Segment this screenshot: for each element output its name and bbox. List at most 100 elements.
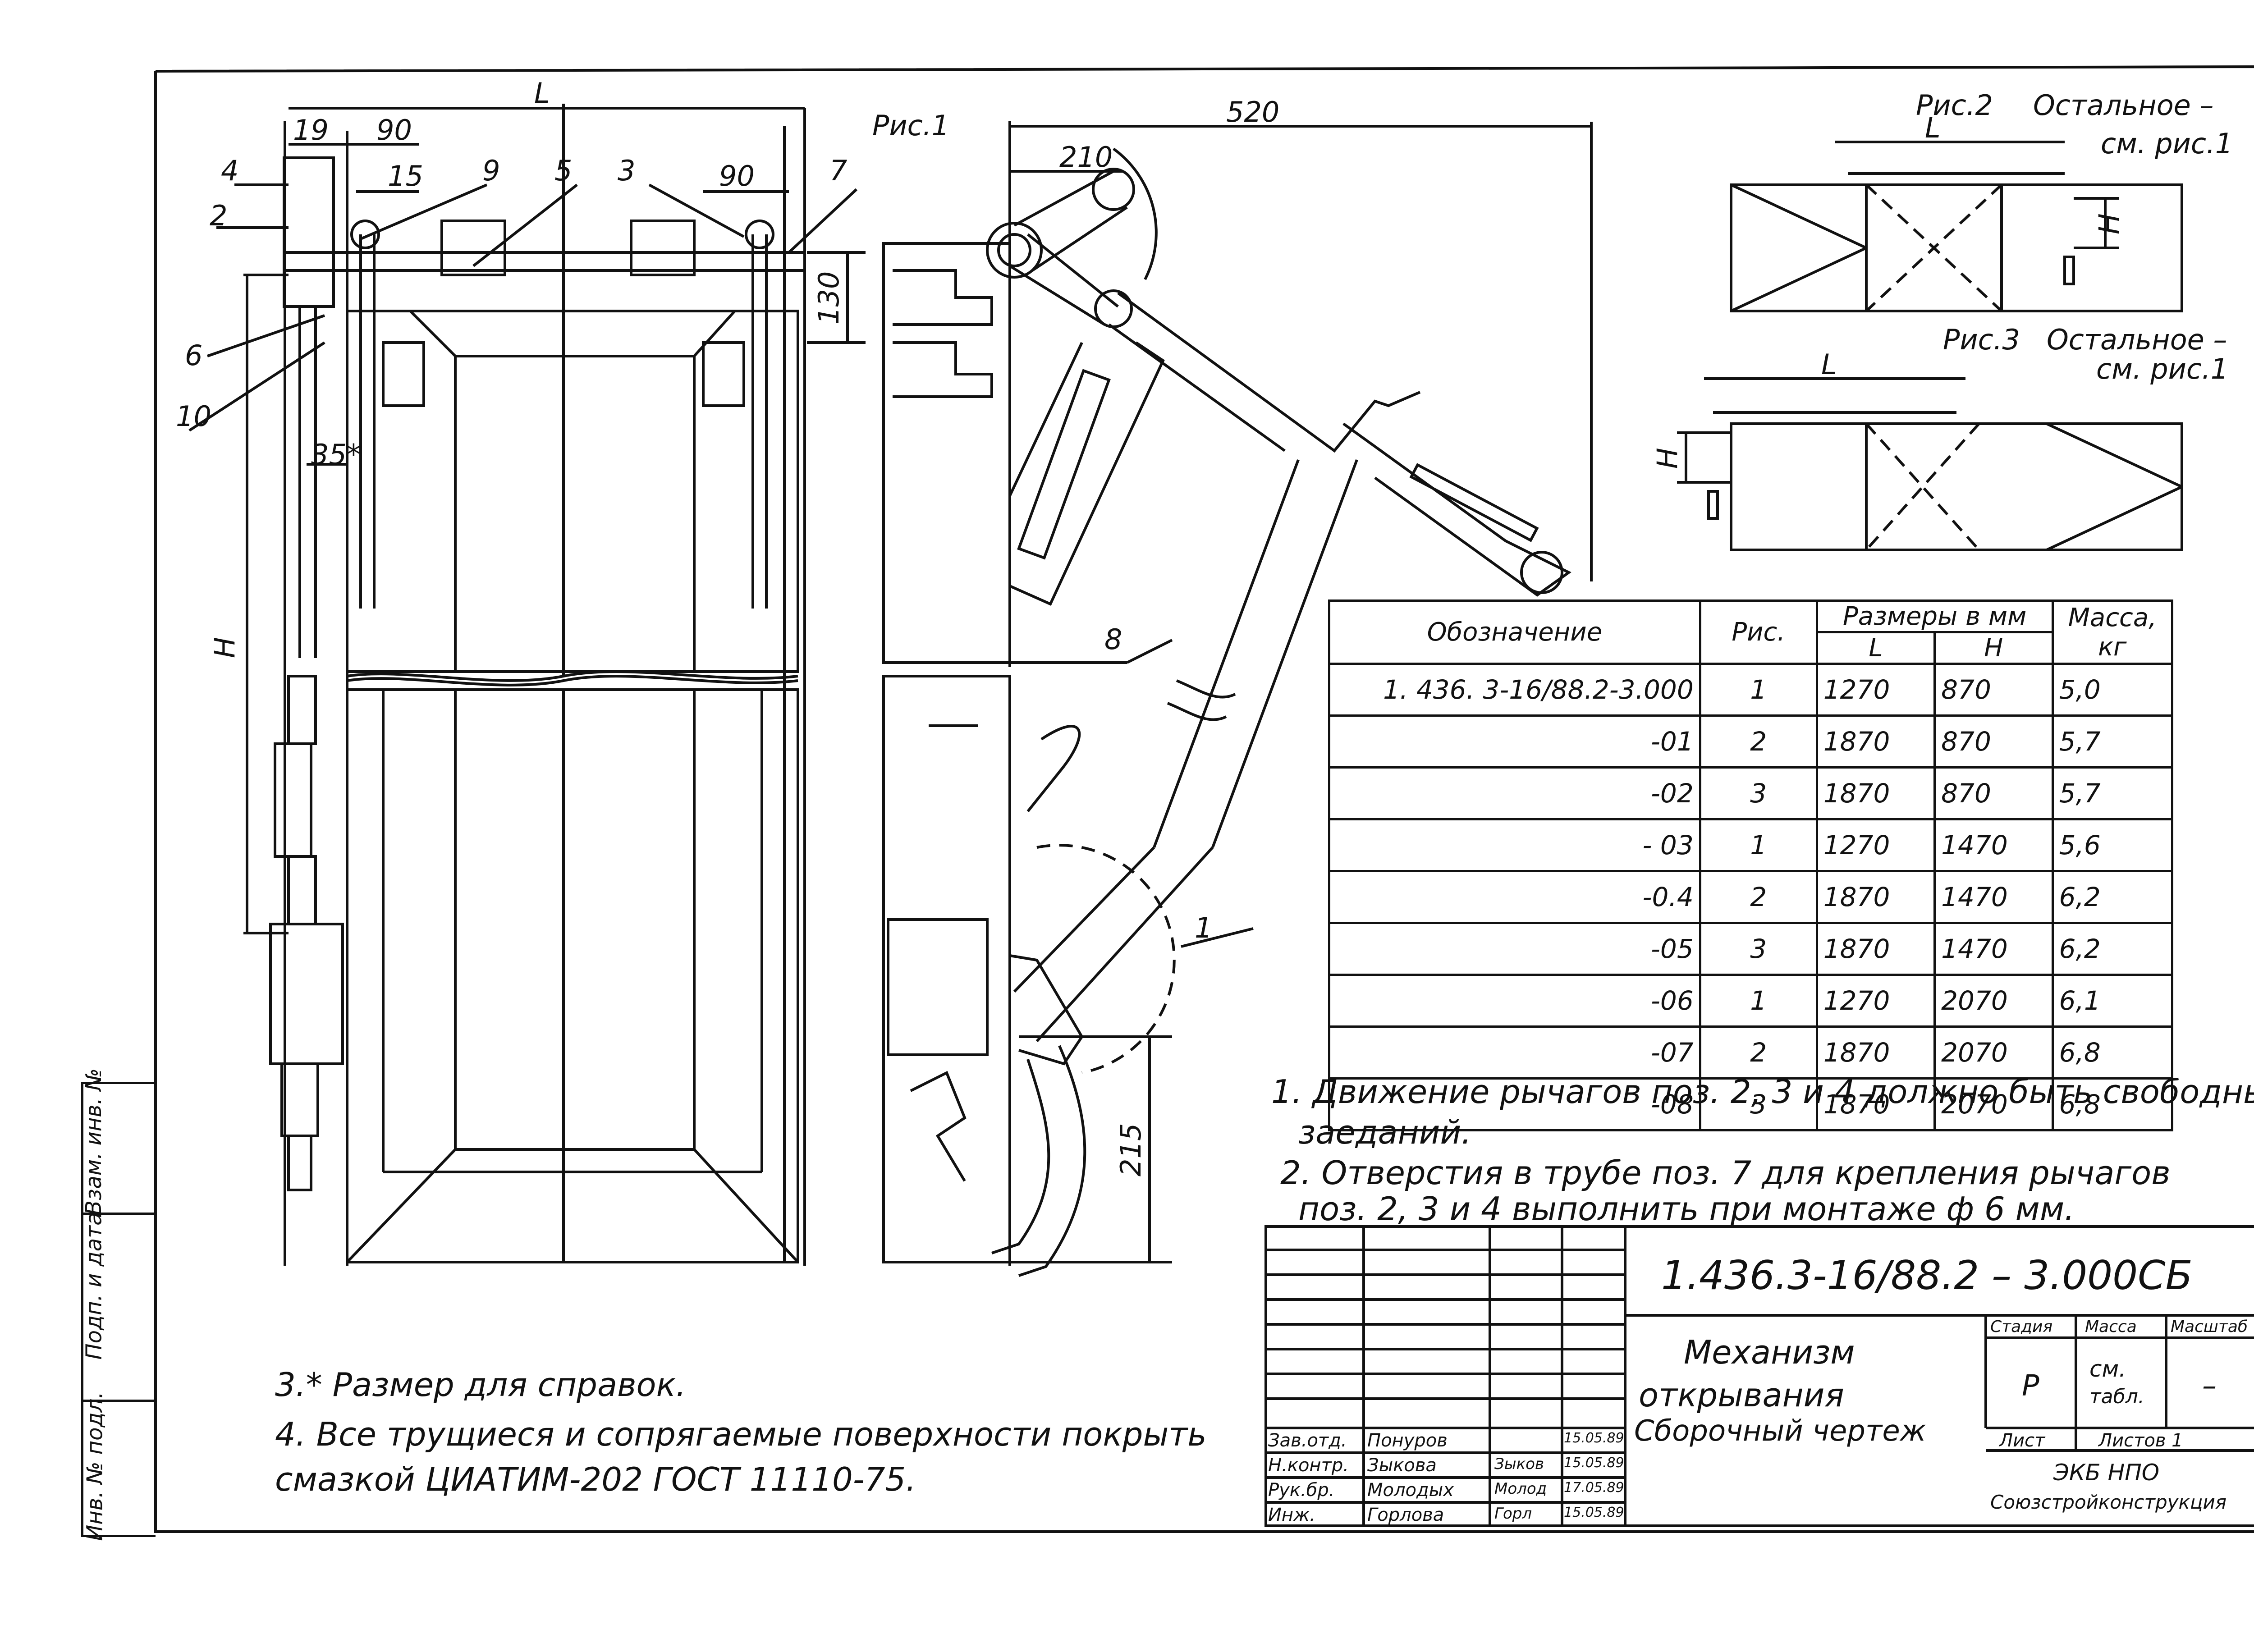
sheets-label: Листов 1	[2098, 1430, 2183, 1451]
note-2-line-2: поз. 2, 3 и 4 выполнить при монтаже ф 6 …	[1298, 1190, 2075, 1228]
cell-figure: 3	[1699, 766, 1818, 820]
cell-designation: -02	[1328, 766, 1701, 820]
cell-H: 1470	[1933, 922, 2054, 976]
mass-value-2: табл.	[2089, 1385, 2144, 1408]
mass-value-1: см.	[2089, 1356, 2126, 1382]
cell-L: 1870	[1815, 922, 1936, 976]
cell-H: 870	[1933, 714, 2054, 769]
stage-label: Стадия	[1990, 1318, 2053, 1336]
cell-L: 1870	[1815, 766, 1936, 820]
cell-figure: 1	[1699, 974, 1818, 1028]
fig2-dim-L: L	[1925, 111, 1941, 144]
signature-role: Рук.бр.	[1268, 1480, 1335, 1501]
cell-mass: 6,2	[2051, 870, 2174, 924]
signature-date: 15.05.89	[1564, 1430, 1624, 1446]
org-line-1: ЭКБ НПО	[2053, 1460, 2160, 1486]
title-block-grid	[1264, 1225, 2254, 1527]
fig3-dim-H: H	[1651, 448, 1684, 469]
fig3-dim-L: L	[1821, 348, 1837, 381]
dim-215: 215	[1114, 1123, 1147, 1176]
fig2-label: Рис.2	[1916, 89, 1993, 122]
note-1-line-2: заеданий.	[1298, 1113, 1472, 1151]
dim-90-right: 90	[719, 160, 755, 192]
cell-figure: 3	[1699, 922, 1818, 976]
cell-H: 870	[1933, 663, 2054, 717]
side-stamp-vzam-inv: Взам. инв. №	[81, 1068, 106, 1215]
header-H: H	[1933, 631, 2054, 665]
signature-date: 17.05.89	[1564, 1480, 1624, 1496]
cell-H: 870	[1933, 766, 2054, 820]
cell-H: 1470	[1933, 870, 2054, 924]
signature-name: Зыкова	[1367, 1455, 1437, 1476]
cell-designation: -07	[1328, 1025, 1701, 1080]
cell-designation: -01	[1328, 714, 1701, 769]
cell-H: 1470	[1933, 818, 2054, 872]
cell-L: 1270	[1815, 663, 1936, 717]
mass-label: Масса	[2085, 1318, 2137, 1336]
dim-210: 210	[1059, 141, 1113, 174]
fig2-dim-H: H	[2093, 213, 2126, 234]
header-mass: Масса, кг	[2051, 599, 2174, 665]
cell-mass: 6,1	[2051, 974, 2174, 1028]
cell-designation: -0.4	[1328, 870, 1701, 924]
signature-sign: Зыков	[1494, 1455, 1544, 1473]
scale-label: Масштаб	[2171, 1318, 2248, 1336]
header-mass-unit: кг	[2098, 632, 2127, 662]
cell-designation: 1. 436. 3-16/88.2-3.000	[1328, 663, 1701, 717]
header-figure: Рис.	[1699, 599, 1818, 665]
fig3-note: Остальное –	[2047, 323, 2227, 356]
cell-figure: 1	[1699, 663, 1818, 717]
pos-10: 10	[176, 400, 211, 433]
dim-15: 15	[388, 160, 423, 192]
header-dimensions: Размеры в мм	[1815, 599, 2054, 633]
side-stamp-inv-podl: Инв. № подл.	[82, 1391, 108, 1541]
cell-mass: 6,8	[2051, 1025, 2174, 1080]
cell-figure: 2	[1699, 870, 1818, 924]
signature-role: Н.контр.	[1268, 1455, 1349, 1476]
note-1-line-1: 1. Движение рычагов поз. 2, 3 и 4 должно…	[1271, 1073, 2254, 1111]
note-4-line-1: 4. Все трущиеся и сопрягаемые поверхност…	[275, 1415, 1207, 1453]
signature-name: Горлова	[1367, 1505, 1444, 1525]
sheet-label: Лист	[1999, 1430, 2045, 1451]
cell-mass: 5,7	[2051, 714, 2174, 769]
pos-2: 2	[210, 199, 227, 232]
pos-6: 6	[185, 339, 202, 372]
cell-L: 1870	[1815, 1077, 1936, 1131]
cell-designation: -05	[1328, 922, 1701, 976]
dim-19: 19	[293, 114, 329, 146]
header-mass-label: Масса,	[2068, 603, 2157, 632]
signature-sign: Горл	[1494, 1505, 1532, 1523]
cell-mass: 6,8	[2051, 1077, 2174, 1131]
header-L: L	[1815, 631, 1936, 665]
spec-table: Обозначение Рис. Размеры в мм Масса, кг …	[1328, 599, 2174, 1131]
dim-L-main: L	[534, 77, 550, 110]
note-4-line-2: смазкой ЦИАТИМ-202 ГОСТ 11110-75.	[275, 1460, 916, 1498]
fig1-label: Рис.1	[872, 109, 949, 142]
side-stamp-podp-data: Подп. и дата	[81, 1212, 107, 1360]
header-designation: Обозначение	[1328, 599, 1701, 665]
doc-number: 1.436.3-16/88.2 – 3.000СБ	[1661, 1252, 2193, 1299]
note-3: 3.* Размер для справок.	[275, 1366, 686, 1404]
signature-role: Зав.отд.	[1268, 1430, 1347, 1451]
pos-4: 4	[221, 154, 238, 187]
signature-role: Инж.	[1268, 1505, 1315, 1525]
cell-L: 1270	[1815, 818, 1936, 872]
doc-name-line-1: Механизм	[1684, 1333, 1855, 1371]
fig3-note-ref: см. рис.1	[2096, 352, 2228, 385]
pos-8: 8	[1104, 623, 1122, 656]
pos-7: 7	[829, 154, 847, 187]
pos-1: 1	[1195, 911, 1212, 944]
cell-H: 2070	[1933, 974, 2054, 1028]
cell-figure: 2	[1699, 1025, 1818, 1080]
cell-figure: 2	[1699, 714, 1818, 769]
signature-name: Молодых	[1367, 1480, 1454, 1501]
